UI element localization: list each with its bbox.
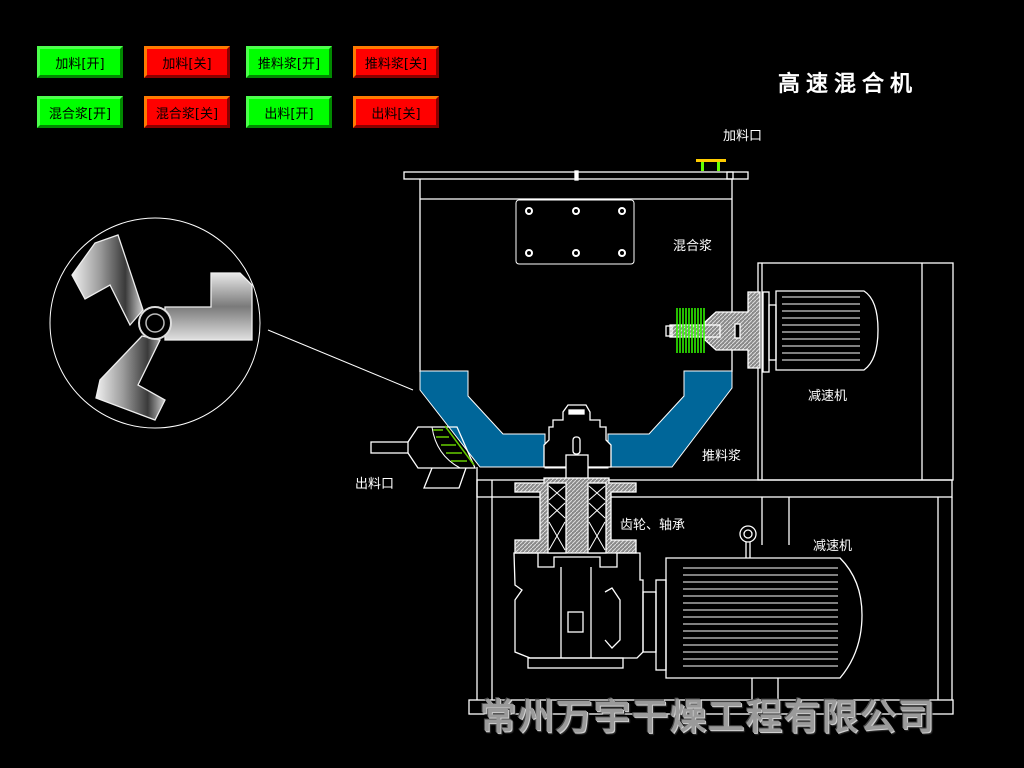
push-paddle-on-button[interactable]: 推料浆[开] xyxy=(246,46,332,78)
feed-off-button[interactable]: 加料[关] xyxy=(144,46,230,78)
push-paddle-label: 推料浆 xyxy=(702,449,742,464)
top-lid xyxy=(403,170,749,181)
reducer-top-label: 减速机 xyxy=(808,389,848,404)
bottom-motor xyxy=(642,525,863,700)
impeller-detail xyxy=(49,217,414,429)
push-paddle-off-button[interactable]: 推料浆[关] xyxy=(353,46,439,78)
gearbox xyxy=(513,552,644,669)
feed-on-button[interactable]: 加料[开] xyxy=(37,46,123,78)
mix-paddle-on-button[interactable]: 混合浆[开] xyxy=(37,96,123,128)
gear-bearing-label: 齿轮、轴承 xyxy=(620,518,686,533)
frame xyxy=(468,262,954,715)
discharge-on-button[interactable]: 出料[开] xyxy=(246,96,332,128)
mixing-paddle-plate xyxy=(515,199,635,265)
mixing-paddle-label: 混合浆 xyxy=(673,239,713,254)
feed-inlet-handle xyxy=(696,159,726,171)
mix-paddle-off-button[interactable]: 混合浆[关] xyxy=(144,96,230,128)
reducer-bottom-label: 减速机 xyxy=(813,539,853,554)
discharge-outlet-label: 出料口 xyxy=(355,477,395,492)
page-title: 高速混合机 xyxy=(778,72,919,97)
discharge-off-button[interactable]: 出料[关] xyxy=(353,96,439,128)
gear-bearing-housing xyxy=(514,477,637,554)
feed-inlet-label: 加料口 xyxy=(723,129,763,144)
company-name: 常州万宇干燥工程有限公司 xyxy=(480,697,937,738)
discharge-outlet xyxy=(370,425,476,489)
mixing-paddle-blades xyxy=(676,308,705,353)
